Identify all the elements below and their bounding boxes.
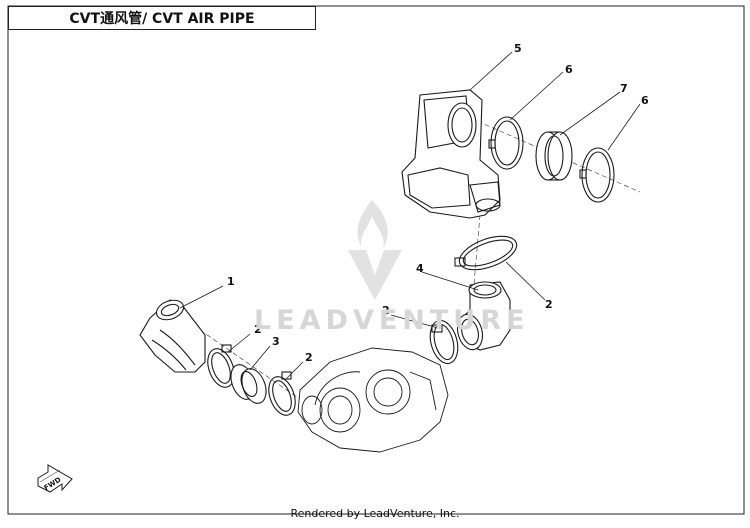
watermark-text: LEADVENTURE: [254, 305, 530, 336]
watermark-logo: [348, 200, 402, 300]
footer-credit: Rendered by LeadVenture, Inc.: [290, 507, 460, 520]
callout-4: 4: [416, 262, 424, 275]
part-1-intake-hose: [139, 299, 206, 373]
part-2-clamp-lower-right: [268, 371, 296, 416]
callout-6-a: 6: [565, 63, 573, 76]
callout-1: 1: [227, 275, 235, 288]
leader-lines: [179, 51, 641, 379]
fwd-arrow-icon: [37, 464, 73, 493]
part-7-coupler: [535, 131, 573, 181]
part-6-clamp-left: [488, 116, 524, 170]
callout-6-b: 6: [641, 94, 649, 107]
drawing-border: [7, 5, 745, 515]
callout-7: 7: [620, 82, 628, 95]
callout-2-a: 2: [254, 323, 262, 336]
part-6-clamp-right: [579, 147, 615, 203]
diagram-title: CVT通风管/ CVT AIR PIPE: [69, 11, 255, 27]
callout-2-d: 2: [545, 298, 553, 311]
part-4-elbow-hose: [456, 281, 511, 351]
cvt-housing: [297, 347, 449, 453]
part-2-clamp-upper: [454, 235, 518, 271]
callout-5: 5: [514, 42, 522, 55]
callout-2-b: 2: [305, 351, 313, 364]
part-3-coupler: [230, 364, 267, 404]
part-5-air-box: [401, 89, 501, 219]
part-2-clamp-lower-left: [207, 344, 235, 388]
callout-3: 3: [272, 335, 280, 348]
callout-2-c: 2: [382, 304, 390, 317]
title-box: CVT通风管/ CVT AIR PIPE: [8, 6, 316, 30]
part-2-clamp-middle: [429, 319, 459, 365]
